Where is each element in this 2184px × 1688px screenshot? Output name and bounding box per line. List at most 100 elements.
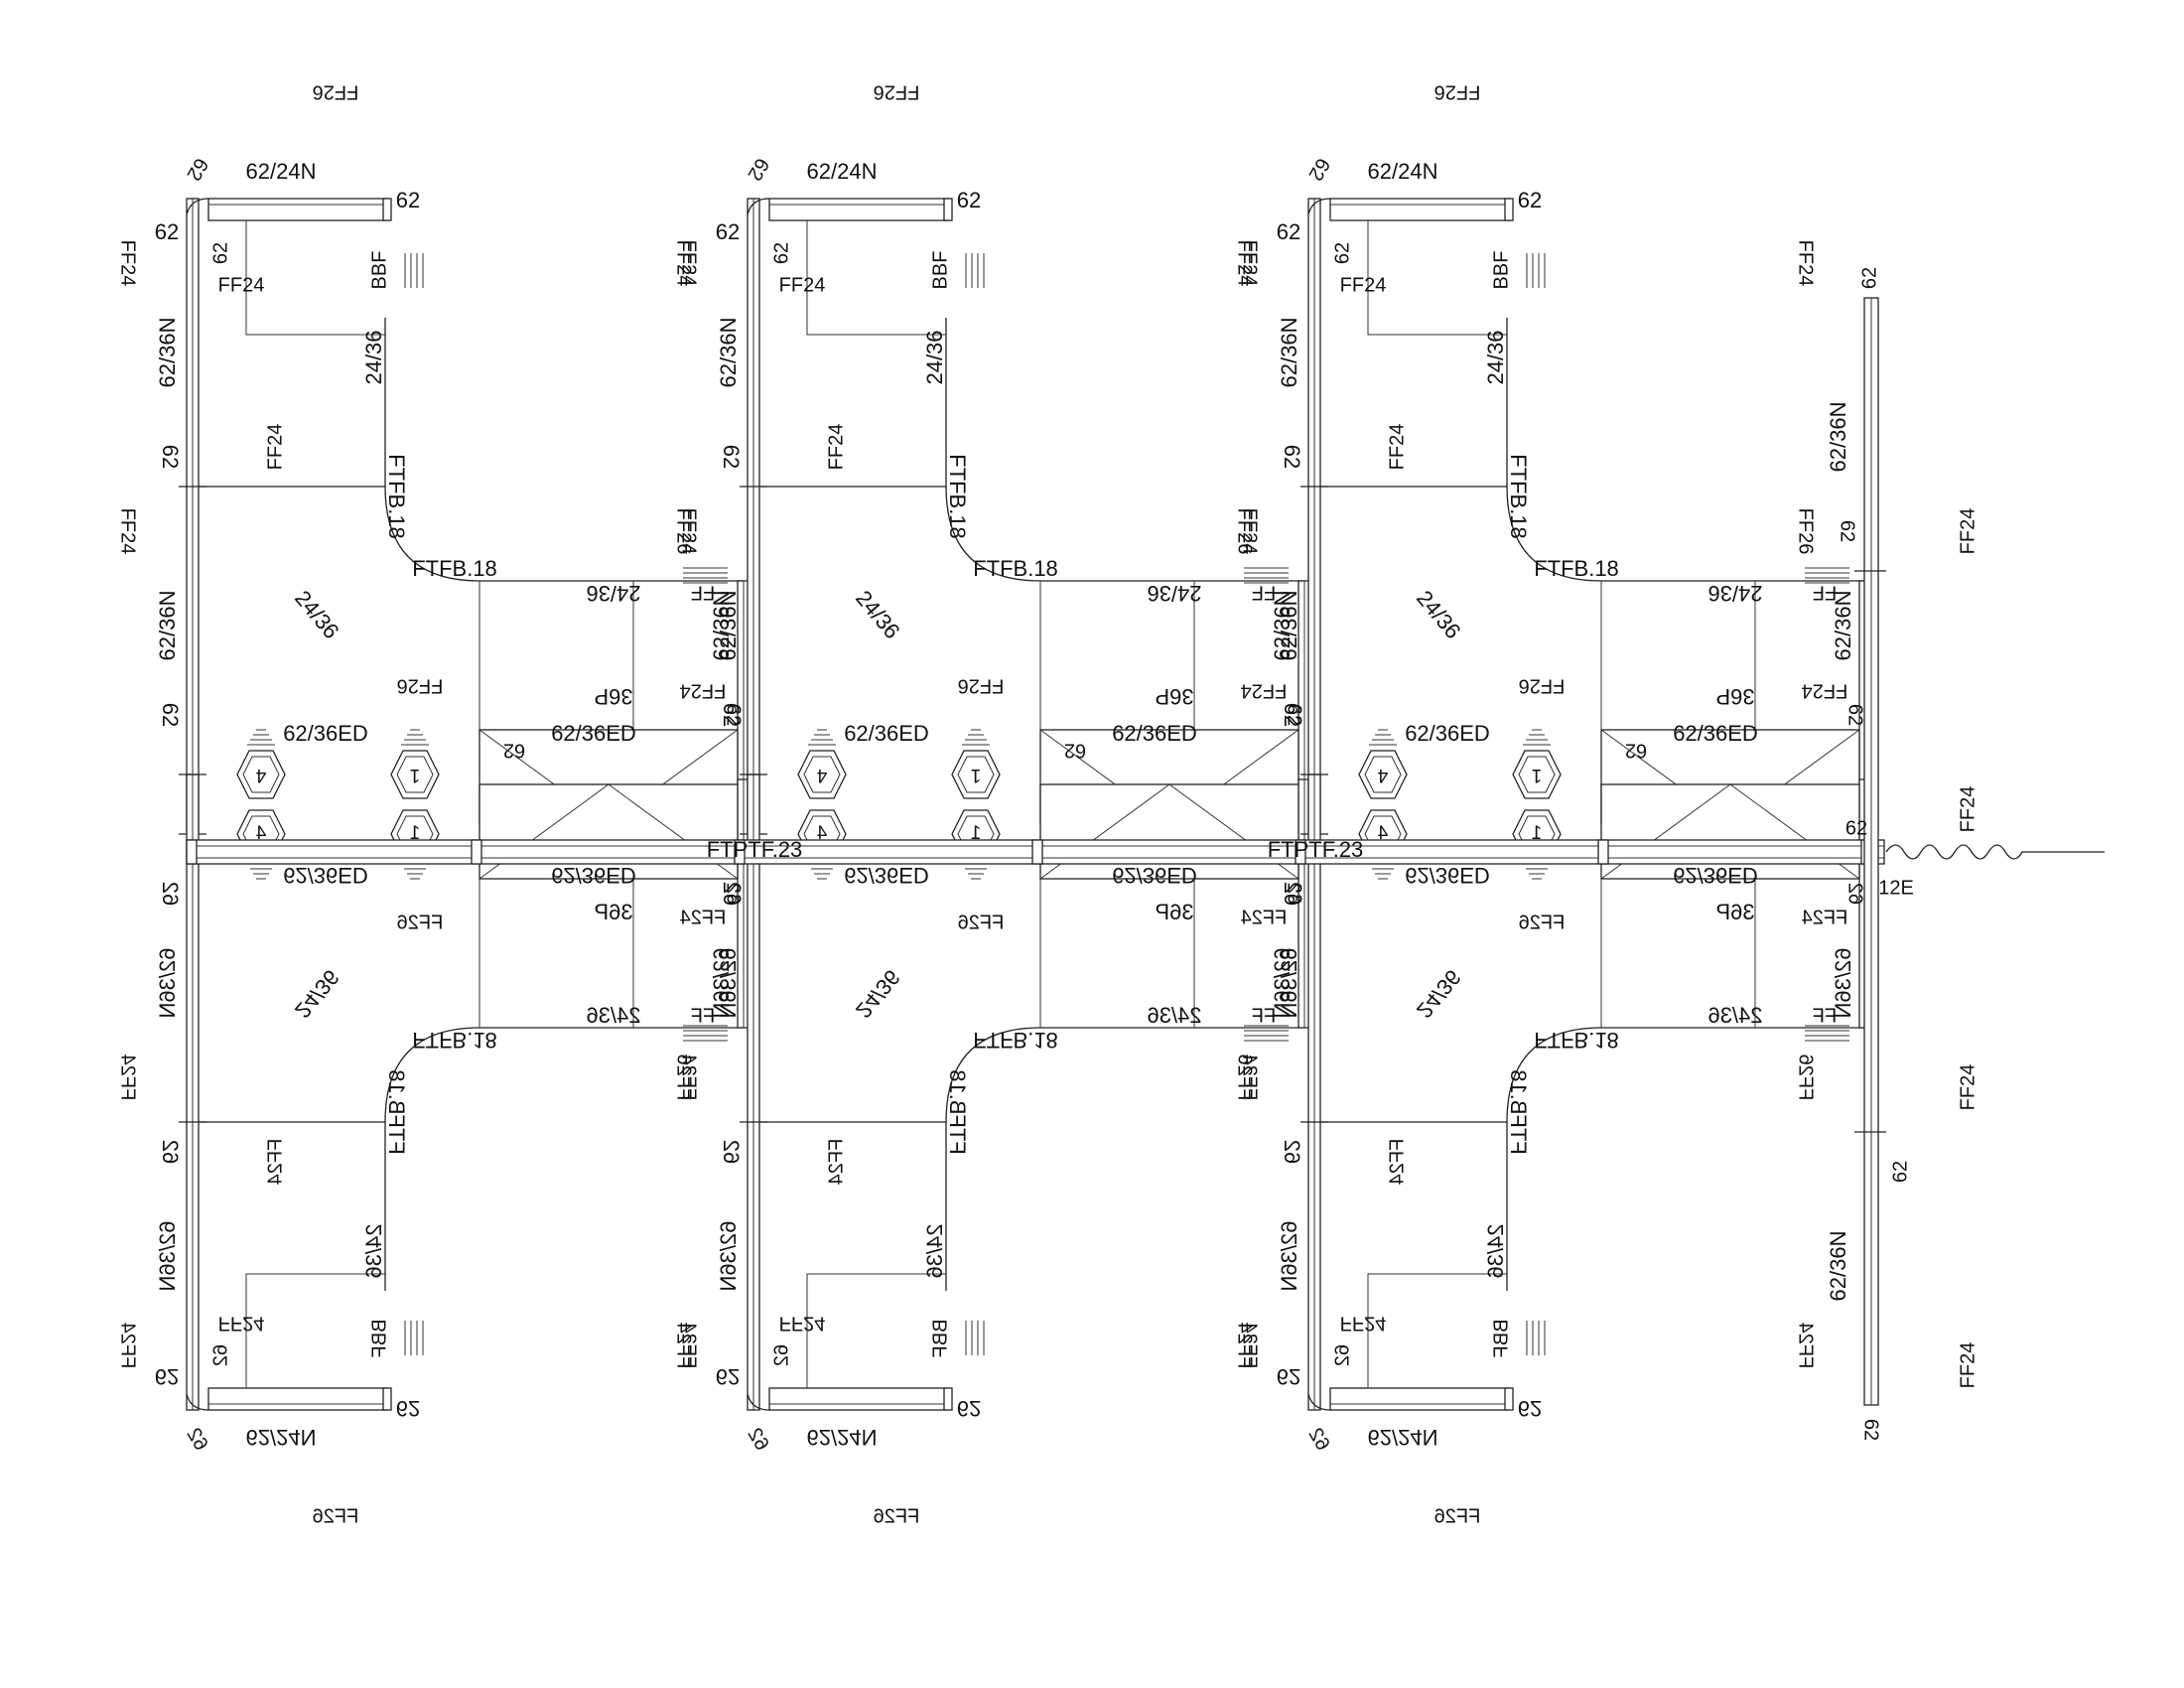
label-ftfb: FTFB.18 (973, 556, 1058, 581)
label-tag-4: 4 (816, 823, 827, 844)
label-bbf: BBF (368, 1320, 390, 1358)
label-ff24: FF24 (218, 274, 265, 296)
hexagon-inner (242, 756, 280, 793)
label-panel-62: 62 (1280, 1140, 1304, 1164)
label-ftfb: FTFB.18 (945, 1069, 970, 1155)
panel-end-cap (943, 198, 953, 221)
label-ff26: FF26 (313, 81, 359, 103)
panel-connector (1597, 839, 1609, 865)
label-panel-62: 62 (1331, 242, 1353, 264)
label-ftptf: FTPTF.23 (707, 837, 803, 862)
label-panel-36n: 62/36N (1826, 1231, 1850, 1302)
label-ff24: FF24 (1386, 424, 1408, 471)
overhead-bin-outline (1367, 220, 1507, 336)
label-tag-4: 4 (1377, 823, 1388, 844)
label-panel-62: 62 (1625, 740, 1647, 762)
label-panel-62: 62 (716, 1364, 740, 1389)
workstation-tag-icon: 1 (390, 729, 440, 799)
corner-post (747, 198, 770, 215)
worksurface-edge (199, 486, 743, 582)
end-panel-run: 626262/36N62/36N62626212EFF24FF24FF24FF2… (1826, 267, 1979, 1441)
label-panel-62: 62 (158, 703, 183, 727)
label-ff26: FF26 (1234, 1055, 1256, 1101)
panel-end-cap (382, 1387, 392, 1411)
label-panel-62: 62 (1277, 1364, 1300, 1389)
label-ff24: FF24 (1241, 907, 1288, 928)
label-ff: FF (1252, 582, 1276, 604)
label-ff24: FF24 (1239, 240, 1261, 287)
label-ff24: FF24 (1802, 680, 1848, 702)
label-panel-36n: 62/36N (716, 1221, 741, 1292)
label-panel-36n: 62/36N (1277, 318, 1301, 388)
label-ff26: FF26 (673, 1055, 695, 1101)
label-ff24: FF24 (264, 1139, 286, 1186)
worksurface-edge (759, 486, 1303, 582)
label-ff24: FF24 (117, 1323, 139, 1369)
label-panel-36n: 62/36N (709, 948, 734, 1019)
label-bbf: BBF (929, 1320, 951, 1358)
label-pedestal: 36P (1155, 900, 1193, 924)
label-ff24: FF24 (680, 680, 727, 702)
label-panel-24n: 62/24N (246, 1425, 317, 1450)
label-ff: FF (691, 582, 715, 604)
label-ff24: FF24 (1234, 240, 1256, 287)
label-worksurface: 24/36 (1147, 581, 1201, 606)
panel-end-cap (1504, 1387, 1514, 1411)
label-ff24: FF24 (1957, 508, 1979, 555)
label-bbf: BBF (929, 251, 951, 290)
label-panel-36ed: 62/36ED (1405, 863, 1490, 888)
label-worksurface: 24/36 (851, 586, 905, 643)
label-panel-36ed: 62/36ED (551, 721, 636, 746)
label-panel-62: 62 (1844, 883, 1866, 905)
label-tag-4: 4 (255, 765, 266, 785)
panel-connector (1295, 839, 1306, 865)
corner-post (747, 1393, 770, 1411)
label-worksurface: 24/36 (1412, 586, 1466, 643)
label-ff24: FF24 (218, 1313, 265, 1335)
label-panel-36ed: 62/36ED (844, 863, 929, 888)
workstation-tag-icon: 4 (1358, 729, 1408, 799)
label-worksurface: 24/36 (922, 1223, 947, 1278)
label-ff26: FF26 (1434, 81, 1481, 103)
panel-end-cap (943, 1387, 953, 1411)
label-tag-4: 4 (1377, 765, 1388, 785)
label-panel-62: 62 (209, 242, 231, 264)
label-bbf: BBF (368, 251, 390, 290)
label-ff24: FF24 (779, 274, 826, 296)
label-ftfb: FTFB.18 (1506, 454, 1531, 539)
label-ff24: FF24 (825, 1139, 847, 1186)
label-pedestal: 36P (1715, 900, 1754, 924)
workstation-tag-icon: 4 (797, 729, 847, 799)
workstation-tag-icon: 4 (236, 729, 286, 799)
label-ff24: FF24 (673, 1323, 695, 1369)
panel-connector (1031, 839, 1043, 865)
label-worksurface: 24/36 (851, 965, 905, 1023)
label-ff24: FF24 (678, 1323, 700, 1369)
label-worksurface: 24/36 (1707, 581, 1762, 606)
label-panel-36ed: 62/36ED (844, 721, 929, 746)
label-panel-62: 62 (155, 219, 179, 244)
label-bbf: BBF (1490, 1320, 1512, 1358)
label-ftfb: FTFB.18 (973, 1028, 1058, 1053)
label-panel-62: 62 (158, 882, 183, 906)
label-ff: FF (1252, 1005, 1276, 1027)
workstation-tag-icon: 1 (1512, 729, 1562, 799)
label-ftptf: FTPTF.23 (1268, 837, 1364, 862)
label-tag-1: 1 (971, 823, 982, 844)
label-ff24: FF24 (1239, 1323, 1261, 1369)
top-return-panel (1329, 198, 1510, 221)
label-ff24: FF24 (1957, 786, 1979, 833)
label-panel-62: 62 (719, 445, 744, 469)
label-panel-36n: 62/36N (155, 1221, 180, 1292)
top-return-panel (768, 198, 949, 221)
label-pedestal: 36P (594, 684, 632, 709)
label-pedestal: 36P (1155, 684, 1193, 709)
label-panel-36ed: 62/36ED (1673, 863, 1758, 888)
label-ff26: FF26 (958, 912, 1005, 933)
label-panel-36n: 62/36N (1831, 591, 1855, 661)
label-worksurface: 24/36 (290, 586, 344, 643)
label-ff26: FF26 (874, 81, 920, 103)
label-ff24: FF24 (1386, 1139, 1408, 1186)
label-panel-62: 62 (1518, 1396, 1542, 1421)
